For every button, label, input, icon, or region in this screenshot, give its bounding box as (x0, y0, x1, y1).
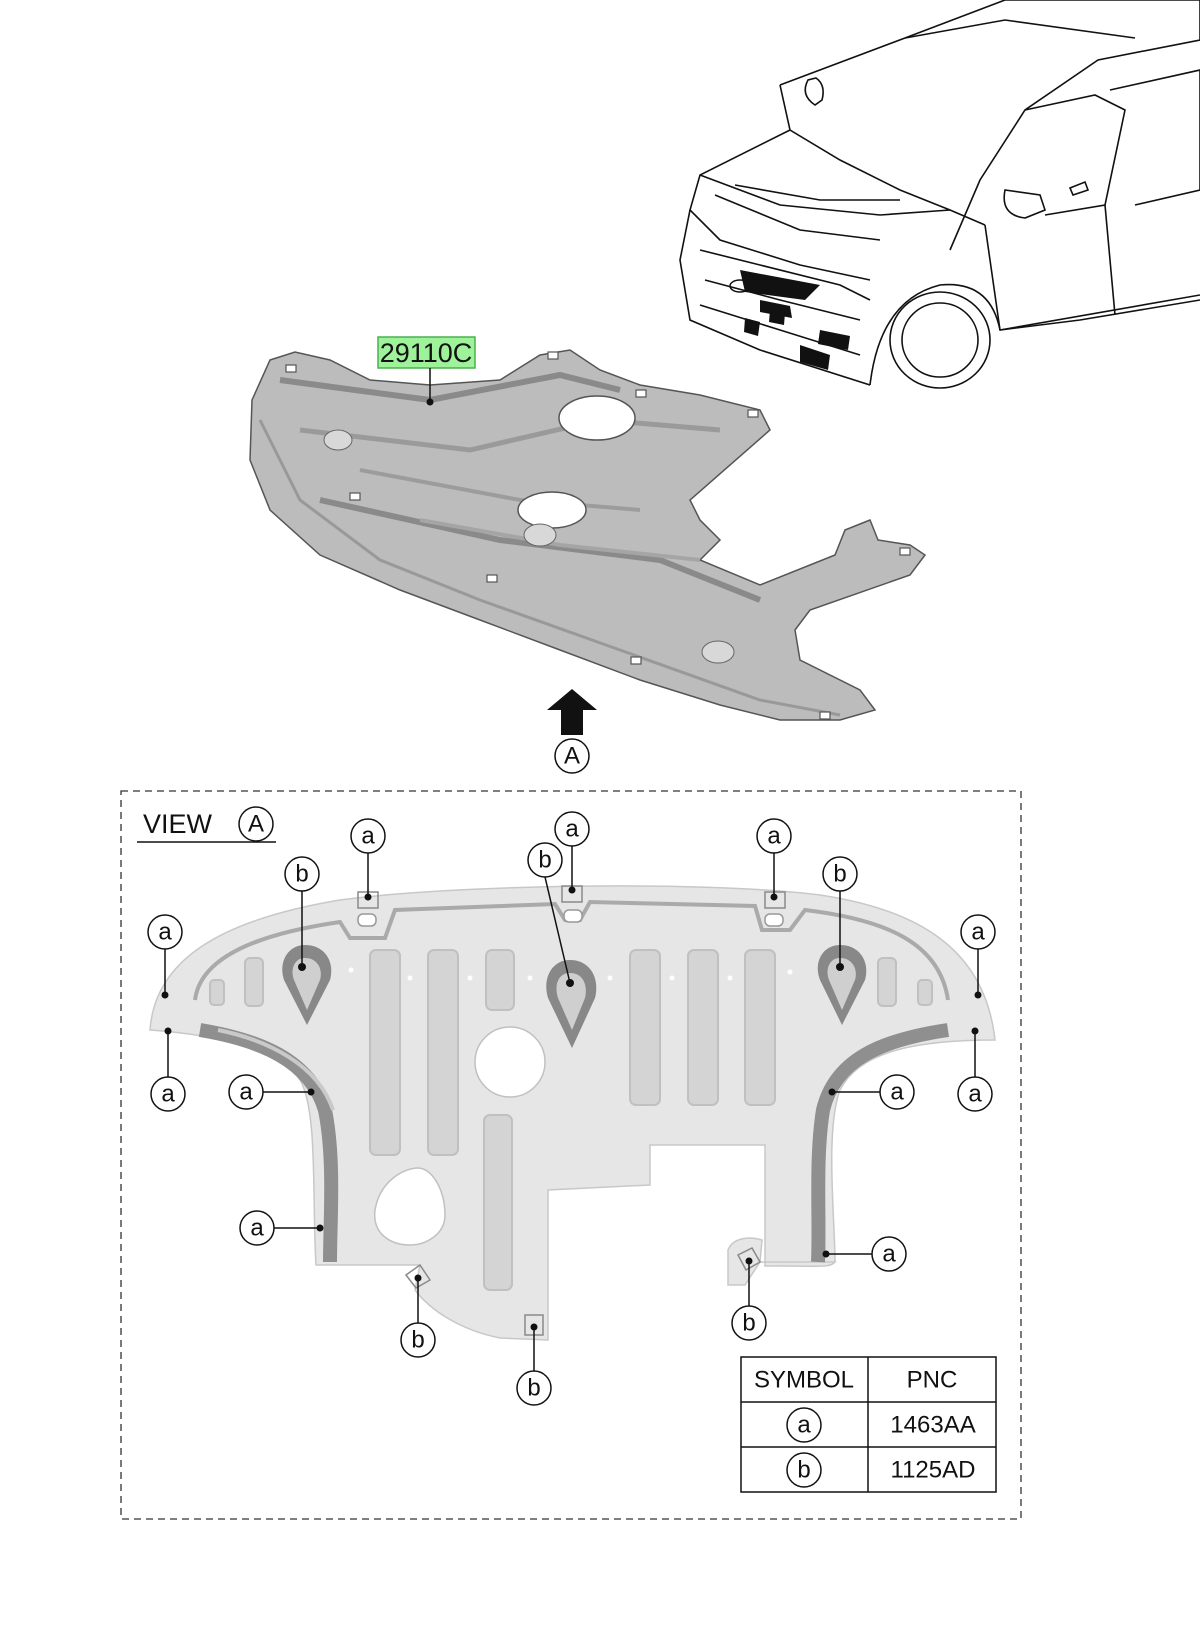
leader-lines (164, 846, 979, 1371)
vehicle-illustration (679, 0, 1200, 389)
part-leader-dot (426, 398, 434, 406)
view-title-letter: A (248, 811, 264, 838)
svg-text:29110C: 29110C (380, 338, 473, 368)
view-direction-arrow-icon (547, 689, 597, 735)
callout-a: a (879, 1074, 915, 1110)
svg-text:a: a (158, 919, 172, 946)
callout-a: a (554, 811, 590, 847)
svg-text:b: b (833, 861, 846, 888)
legend-row-a: a 1463AA (786, 1407, 976, 1443)
svg-text:b: b (527, 1375, 540, 1402)
callout-a: a (960, 914, 996, 950)
legend-symbol: b (797, 1457, 810, 1484)
legend-symbol: a (797, 1412, 811, 1439)
leader-dots (161, 886, 982, 1331)
svg-text:a: a (361, 823, 375, 850)
svg-text:a: a (971, 919, 985, 946)
undercover-isometric (249, 349, 927, 721)
view-frame (120, 790, 1022, 1520)
callout-a: a (350, 818, 386, 854)
callout-b: b (400, 1322, 436, 1358)
callout-a: a (150, 1076, 186, 1112)
callout-b: b (284, 856, 320, 892)
callout-a: a (239, 1210, 275, 1246)
svg-text:b: b (742, 1310, 755, 1337)
callout-a: a (957, 1076, 993, 1112)
svg-text:b: b (411, 1327, 424, 1354)
svg-text:b: b (295, 861, 308, 888)
view-title-text: VIEW (143, 809, 213, 839)
view-title: VIEW A (137, 806, 276, 843)
callouts: a a a a a a a a a a a b b b b b b (147, 811, 996, 1406)
svg-text:a: a (968, 1081, 982, 1108)
svg-text:a: a (239, 1079, 253, 1106)
legend-row-b: b 1125AD (786, 1452, 976, 1488)
svg-text:A: A (564, 743, 580, 770)
legend-header-symbol: SYMBOL (754, 1367, 854, 1394)
view-arrow-callout: A (554, 738, 590, 774)
callout-b: b (516, 1370, 552, 1406)
legend-header-pnc: PNC (907, 1367, 958, 1394)
callout-a: a (147, 914, 183, 950)
svg-text:a: a (882, 1241, 896, 1268)
legend-table: SYMBOL PNC a 1463AA b 1125AD (740, 1356, 997, 1493)
svg-text:a: a (890, 1079, 904, 1106)
svg-text:a: a (767, 823, 781, 850)
callout-b: b (527, 842, 563, 878)
undercover-plan-view (149, 885, 996, 1341)
callout-a: a (228, 1074, 264, 1110)
part-number-label[interactable]: 29110C (377, 336, 476, 369)
legend-pnc: 1125AD (891, 1457, 976, 1484)
callout-a: a (756, 818, 792, 854)
legend-pnc: 1463AA (890, 1412, 975, 1439)
callout-b: b (731, 1305, 767, 1341)
emblem-icon (729, 279, 751, 293)
vehicle-grille (740, 270, 850, 370)
svg-text:a: a (565, 816, 579, 843)
svg-text:a: a (250, 1215, 264, 1242)
callout-b: b (822, 856, 858, 892)
svg-text:b: b (538, 847, 551, 874)
svg-text:a: a (161, 1081, 175, 1108)
callout-a: a (871, 1236, 907, 1272)
